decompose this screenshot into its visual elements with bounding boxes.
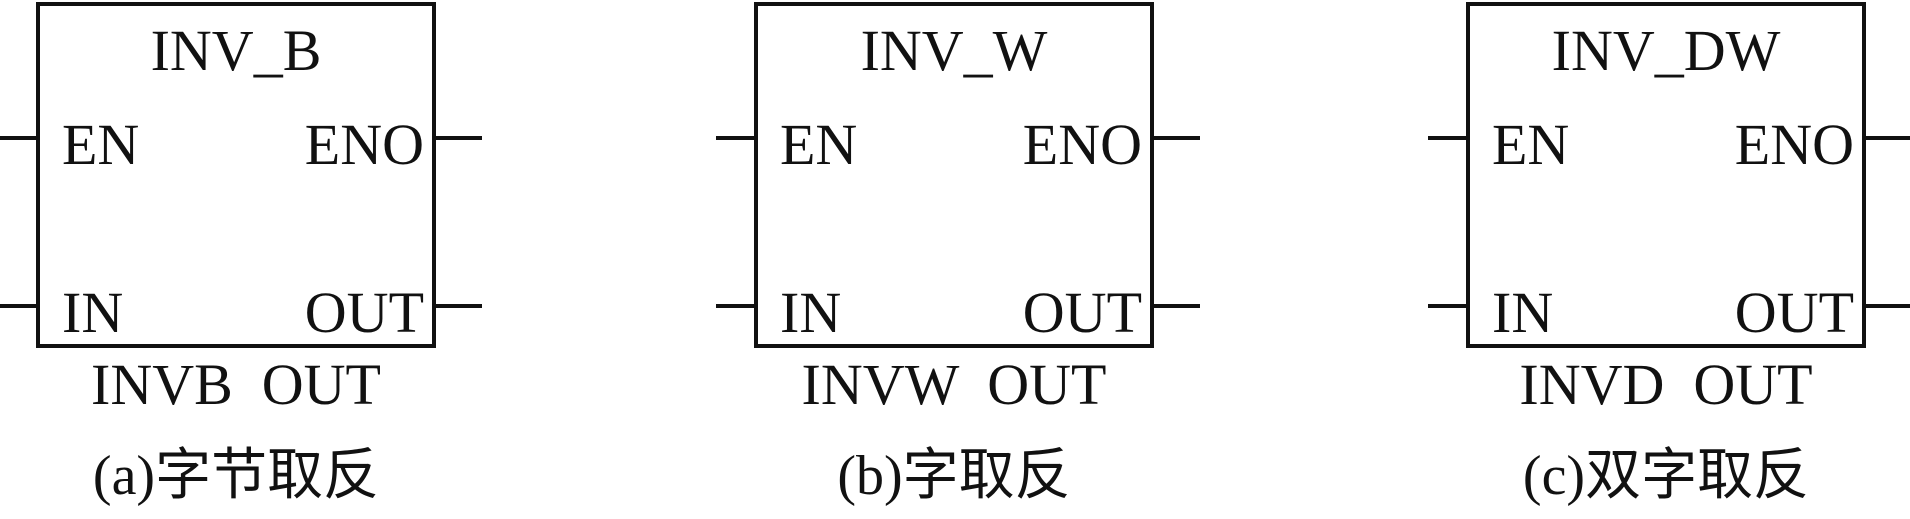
in-pin-label: IN bbox=[62, 280, 124, 345]
in-pin-label: IN bbox=[1492, 280, 1554, 345]
inv-dw-block: INV_DW EN ENO IN OUT INVD OUT (c)双字取反 bbox=[1426, 0, 1910, 519]
block-operand: INVW OUT bbox=[801, 352, 1107, 417]
block-title: INV_B bbox=[150, 18, 322, 83]
en-pin-label: EN bbox=[62, 112, 140, 177]
out-pin-label: OUT bbox=[304, 280, 424, 345]
inv-dw-box: INV_DW EN ENO IN OUT bbox=[1466, 2, 1866, 348]
out-pin-label: OUT bbox=[1734, 280, 1854, 345]
block-title: INV_DW bbox=[1551, 18, 1781, 83]
eno-pin-label: ENO bbox=[1022, 112, 1142, 177]
eno-pin-label: ENO bbox=[304, 112, 424, 177]
inv-b-box: INV_B EN ENO IN OUT bbox=[36, 2, 436, 348]
block-caption: (c)双字取反 bbox=[1522, 445, 1810, 507]
inv-w-box: INV_W EN ENO IN OUT bbox=[754, 2, 1154, 348]
inv-b-block: INV_B EN ENO IN OUT INVB OUT (a)字节取反 bbox=[0, 0, 516, 519]
inv-dw-wires bbox=[1428, 136, 1910, 308]
inv-w-block: INV_W EN ENO IN OUT INVW OUT (b)字取反 bbox=[714, 0, 1234, 519]
in-pin-label: IN bbox=[780, 280, 842, 345]
block-caption: (b)字取反 bbox=[837, 445, 1071, 507]
en-pin-label: EN bbox=[1492, 112, 1570, 177]
block-caption: (a)字节取反 bbox=[92, 445, 380, 507]
en-pin-label: EN bbox=[780, 112, 858, 177]
block-operand: INVD OUT bbox=[1519, 352, 1813, 417]
eno-pin-label: ENO bbox=[1734, 112, 1854, 177]
block-operand: INVB OUT bbox=[91, 352, 381, 417]
block-title: INV_W bbox=[860, 18, 1048, 83]
inv-b-wires bbox=[0, 136, 482, 308]
out-pin-label: OUT bbox=[1022, 280, 1142, 345]
inv-w-wires bbox=[716, 136, 1200, 308]
